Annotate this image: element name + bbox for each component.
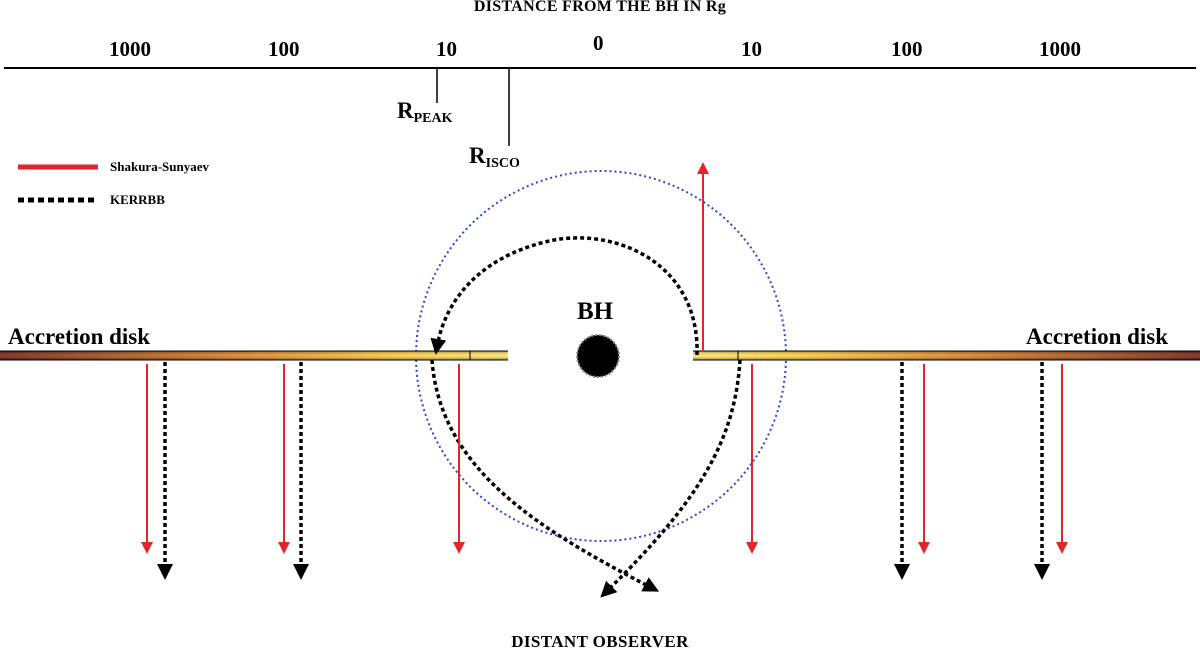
diagram-title: DISTANCE FROM THE BH IN Rg xyxy=(473,0,727,15)
axis-tick-label: 1000 xyxy=(1039,37,1081,61)
axis-tick-label: 0 xyxy=(593,31,604,55)
axis-tick-label: 1000 xyxy=(109,37,151,61)
legend-kerrbb-label: KERRBB xyxy=(110,192,165,207)
axis-tick-label: 10 xyxy=(741,37,762,61)
black-hole xyxy=(576,334,620,378)
accretion-disk-left xyxy=(0,350,508,361)
kerrbb-curved-path-right xyxy=(600,359,742,598)
axis-tick-label: 100 xyxy=(891,37,923,61)
axis-tick-label: 10 xyxy=(436,37,457,61)
kerrbb-curved-path-top xyxy=(430,236,699,356)
accretion-disk-label-right: Accretion disk xyxy=(1026,324,1169,349)
axis-tick-label: 100 xyxy=(268,37,300,61)
r-peak-label: RPEAK xyxy=(397,98,453,126)
r-isco-label: RISCO xyxy=(469,143,520,171)
bh-label: BH xyxy=(577,298,614,325)
accretion-disk-label-left: Accretion disk xyxy=(8,324,151,349)
accretion-disk-right xyxy=(693,350,1200,361)
kerrbb-curved-path-left xyxy=(430,359,660,592)
legend-shakura-label: Shakura-Sunyaev xyxy=(110,159,209,174)
distant-observer-label: DISTANT OBSERVER xyxy=(511,632,689,651)
